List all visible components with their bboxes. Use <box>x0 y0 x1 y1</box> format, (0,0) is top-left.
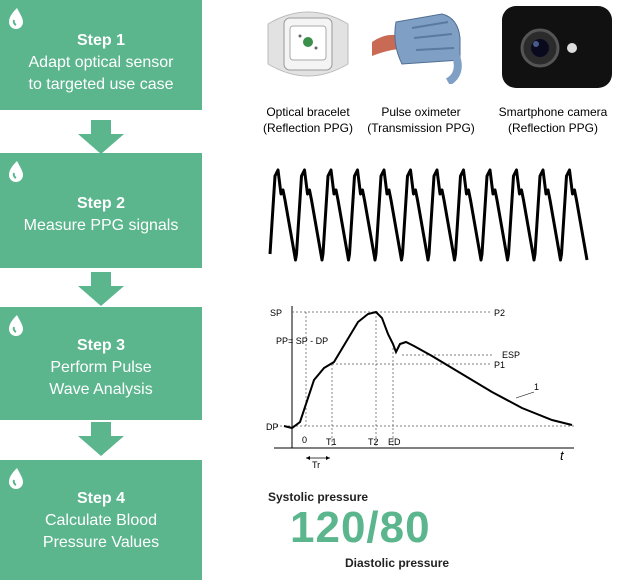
t-axis-label: t <box>560 448 565 463</box>
water-drop-icon <box>9 315 23 336</box>
systolic-pressure-label: Systolic pressure <box>268 490 369 504</box>
step-3-text-line-1: Perform Pulse <box>50 359 152 376</box>
pulse-wave-curve <box>283 310 573 430</box>
step-1-text-line-2: to targeted use case <box>28 76 174 93</box>
blood-pressure-value: 120/80 <box>290 503 431 552</box>
step-4-box: Step 4 Calculate Blood Pressure Values <box>0 460 202 580</box>
ppg-signal-waveform <box>268 168 589 262</box>
step-4-text-line-2: Pressure Values <box>42 534 160 551</box>
device-name: Optical bracelet <box>266 105 350 119</box>
t0-label: 0 <box>302 435 307 445</box>
step-1-box: Step 1 Adapt optical sensor to targeted … <box>0 0 202 110</box>
step-2-box: Step 2 Measure PPG signals <box>0 153 202 268</box>
pulse-oximeter-caption: Pulse oximeter (Transmission PPG) <box>356 104 486 136</box>
down-arrow-icon <box>78 422 124 456</box>
ppg-signal-trace <box>268 168 589 262</box>
curve-label: 1 <box>534 382 539 392</box>
sp-label: SP <box>270 308 282 318</box>
step-4-text-line-1: Calculate Blood <box>44 512 158 529</box>
optical-bracelet-caption: Optical bracelet (Reflection PPG) <box>243 104 373 136</box>
water-drop-icon <box>9 468 23 489</box>
down-arrow-icon <box>78 120 124 154</box>
optical-bracelet-image <box>267 11 349 77</box>
device-type: (Reflection PPG) <box>262 121 354 135</box>
step-2-title: Step 2 <box>76 195 125 212</box>
tr-label: Tr <box>312 460 320 470</box>
step-2-text-line-1: Measure PPG signals <box>23 217 179 234</box>
pulse-oximeter-image <box>372 13 462 84</box>
pp-label: PP= SP - DP <box>276 336 328 346</box>
step-3-box: Step 3 Perform Pulse Wave Analysis <box>0 307 202 420</box>
p1-label: P1 <box>494 360 505 370</box>
smartphone-camera-caption: Smartphone camera (Reflection PPG) <box>488 104 618 136</box>
device-type: (Reflection PPG) <box>507 121 599 135</box>
smartphone-camera-image <box>502 6 612 88</box>
t1-label: T1 <box>326 437 337 447</box>
water-drop-icon <box>9 8 23 29</box>
pulse-wave-diagram: SP PP= SP - DP DP P2 ESP P1 1 0 T1 T2 ED… <box>266 306 574 470</box>
diastolic-pressure-label: Diastolic pressure <box>345 556 450 570</box>
device-name: Smartphone camera <box>498 105 608 119</box>
dp-label: DP <box>266 422 279 432</box>
ed-label: ED <box>388 437 401 447</box>
water-drop-icon <box>9 161 23 182</box>
p2-label: P2 <box>494 308 505 318</box>
step-4-title: Step 4 <box>76 490 125 507</box>
step-1-title: Step 1 <box>76 32 125 49</box>
t2-label: T2 <box>368 437 379 447</box>
step-3-title: Step 3 <box>76 337 125 354</box>
device-name: Pulse oximeter <box>381 105 461 119</box>
down-arrow-icon <box>78 272 124 306</box>
esp-label: ESP <box>502 350 520 360</box>
step-3-text-line-2: Wave Analysis <box>49 381 153 398</box>
step-1-text-line-1: Adapt optical sensor <box>28 54 174 71</box>
device-type: (Transmission PPG) <box>367 121 475 135</box>
